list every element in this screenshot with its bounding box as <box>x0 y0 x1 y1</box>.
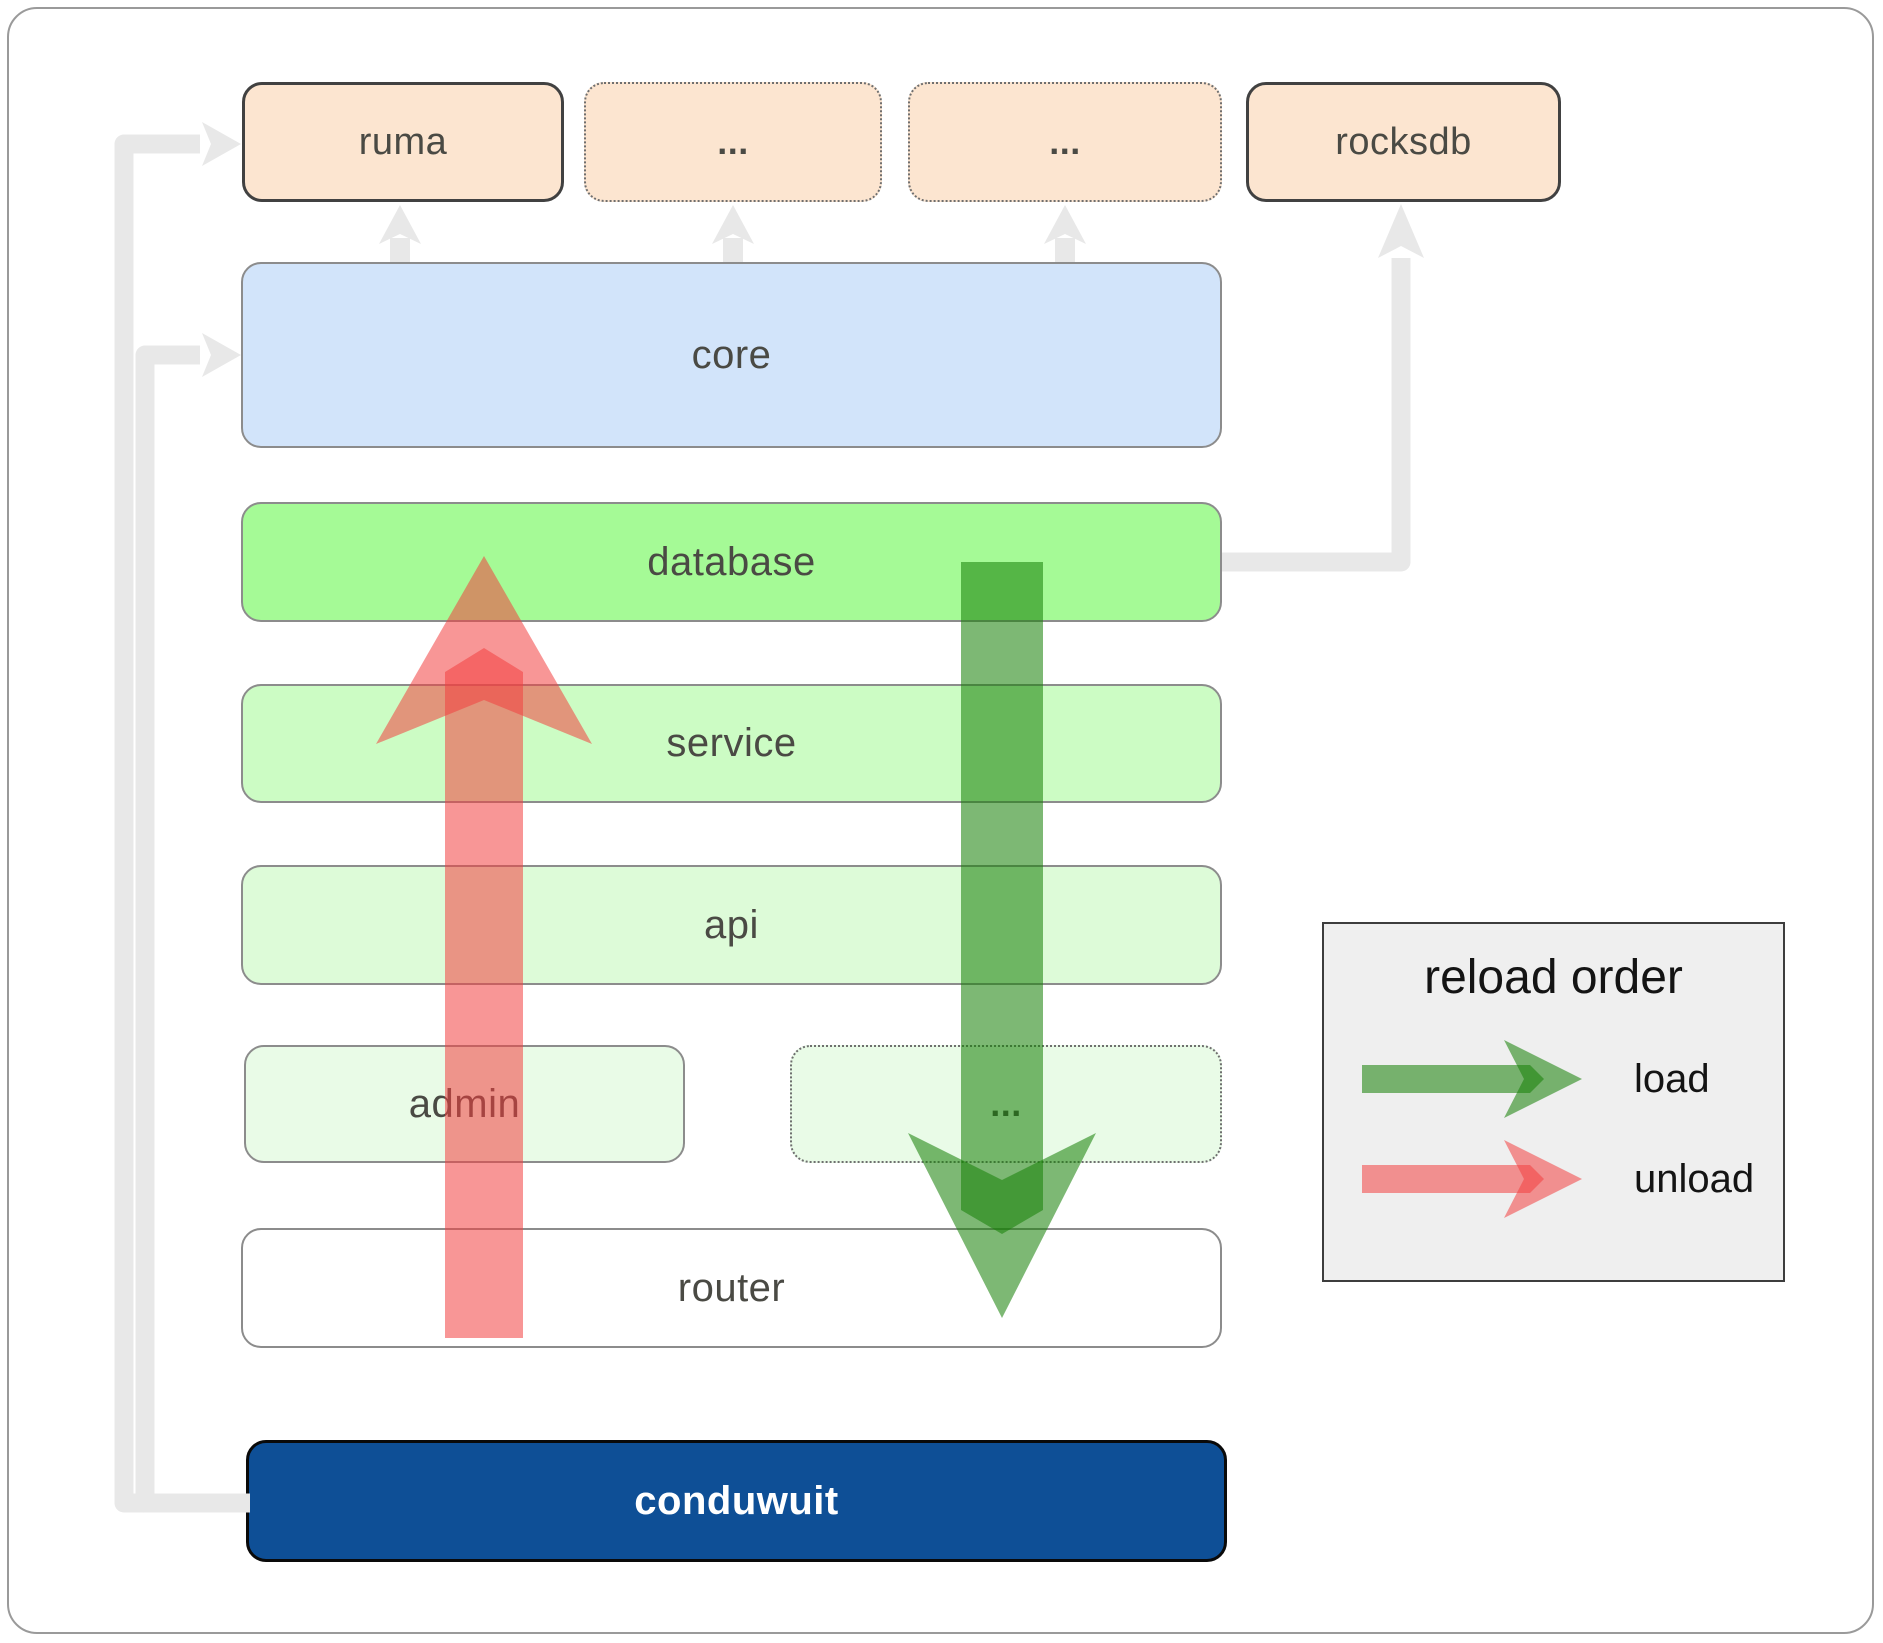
node-ellipsis-admin-label: ... <box>990 1083 1022 1124</box>
node-core-label: core <box>691 332 772 377</box>
node-service-label: service <box>666 721 797 765</box>
node-router: router <box>241 1228 1222 1348</box>
node-api: api <box>241 865 1222 985</box>
node-router-label: router <box>677 1265 786 1310</box>
node-ruma: ruma <box>242 82 564 202</box>
node-core: core <box>241 262 1222 448</box>
node-database-label: database <box>647 539 816 584</box>
legend: reload order load unload <box>1322 922 1785 1282</box>
legend-unload-arrow-icon <box>1362 1140 1582 1218</box>
node-rocksdb-label: rocksdb <box>1335 120 1472 163</box>
node-conduwuit: conduwuit <box>246 1440 1227 1562</box>
node-ellipsis-top-2: ... <box>908 82 1222 202</box>
node-ellipsis-top-1-label: ... <box>717 121 749 162</box>
legend-unload-label: unload <box>1634 1156 1755 1201</box>
node-ellipsis-admin: ... <box>790 1045 1222 1163</box>
node-database: database <box>241 502 1222 622</box>
node-ellipsis-top-1: ... <box>584 82 882 202</box>
node-rocksdb: rocksdb <box>1246 82 1561 202</box>
node-ellipsis-top-2-label: ... <box>1049 121 1081 162</box>
outer-frame <box>7 7 1874 1634</box>
node-service: service <box>241 684 1222 803</box>
legend-load-arrow-icon <box>1362 1040 1582 1118</box>
node-ruma-label: ruma <box>358 120 448 163</box>
legend-load-label: load <box>1634 1056 1710 1101</box>
node-admin: admin <box>244 1045 685 1163</box>
legend-title: reload order <box>1424 951 1683 1004</box>
node-admin-label: admin <box>408 1081 521 1126</box>
node-api-label: api <box>704 902 759 947</box>
node-conduwuit-label: conduwuit <box>634 1478 839 1523</box>
